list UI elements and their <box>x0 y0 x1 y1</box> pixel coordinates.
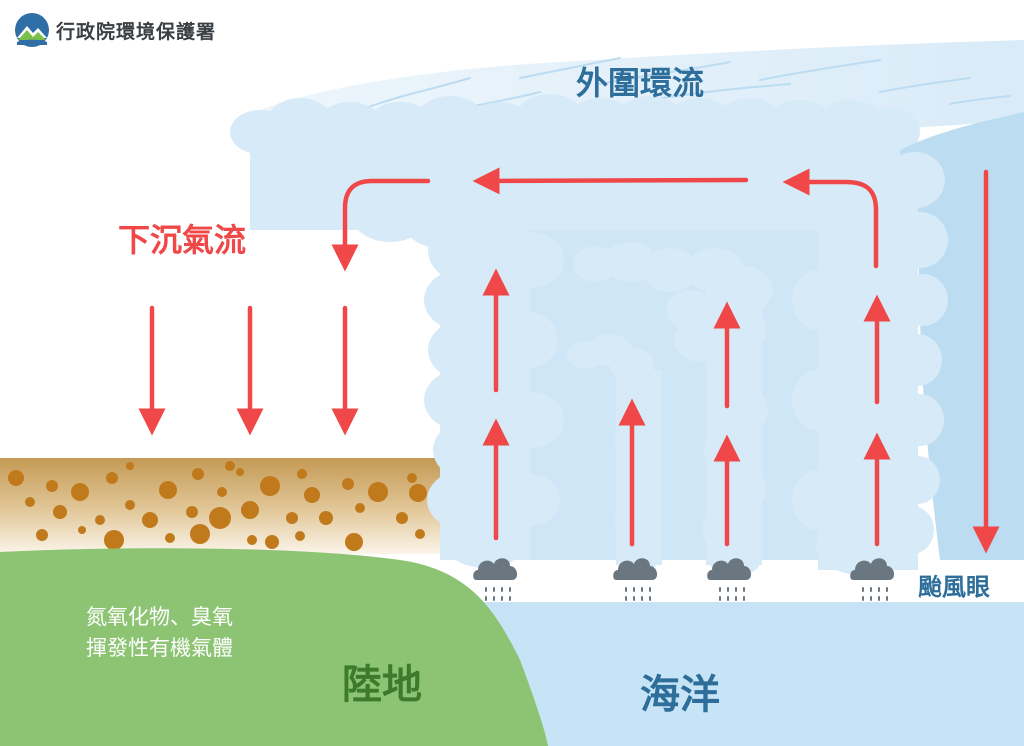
land-area <box>0 548 548 746</box>
outflow-arrow-right-turn <box>782 168 879 269</box>
outflow-arrow <box>472 167 749 195</box>
pollutants-line-1: 氮氧化物、臭氧 <box>86 605 233 629</box>
epa-mountain-logo-icon <box>15 13 49 47</box>
rain-cloud-icon <box>613 558 658 601</box>
pollutants-label: 氮氧化物、臭氧 揮發性有機氣體 <box>86 602 233 664</box>
agency-logo: 行政院環境保護署 <box>14 12 216 48</box>
rain-cloud-icon <box>707 558 752 601</box>
outflow-label: 外圍環流 <box>576 64 705 102</box>
subsidence-label: 下沉氣流 <box>118 221 247 259</box>
subsidence-turn-arrow <box>331 178 431 272</box>
land-label: 陸地 <box>342 662 422 708</box>
airflow-arrows <box>138 167 1000 554</box>
rain-cloud-icon <box>473 558 518 601</box>
pollutants-line-2: 揮發性有機氣體 <box>86 636 233 660</box>
pollution-haze-layer <box>0 458 470 554</box>
ocean-label: 海洋 <box>640 672 720 718</box>
typhoon-eye-label: 颱風眼 <box>918 573 990 601</box>
rain-cloud-icon <box>850 558 895 601</box>
rain-cloud-icons <box>473 558 895 601</box>
agency-name: 行政院環境保護署 <box>56 20 217 43</box>
